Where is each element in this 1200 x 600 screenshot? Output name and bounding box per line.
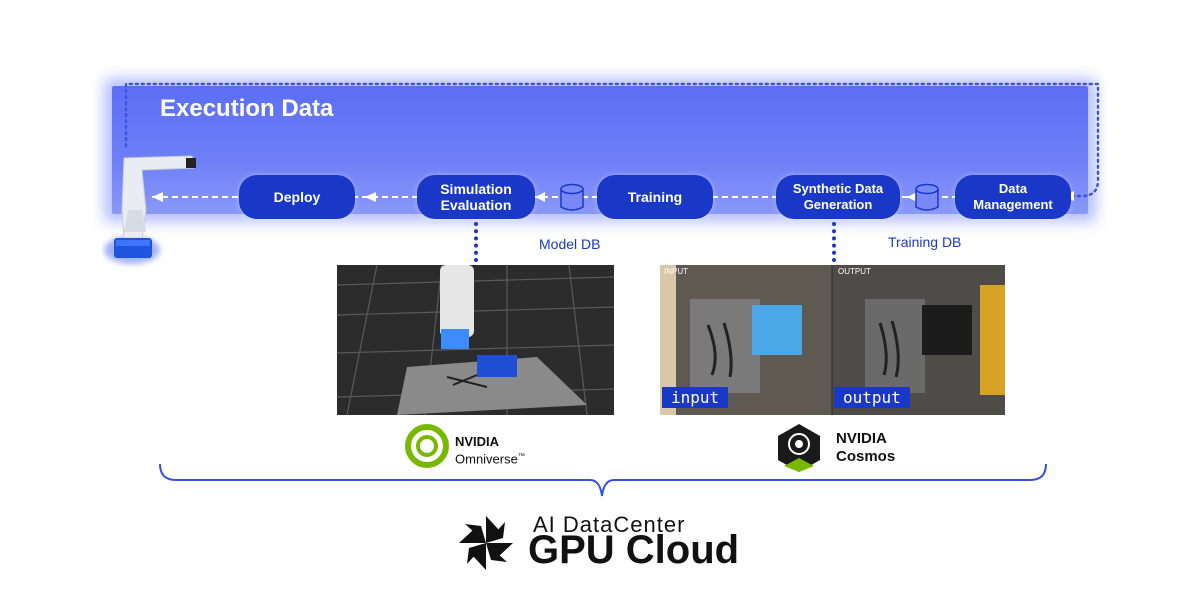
output-tag: output	[834, 387, 910, 408]
omniverse-simulation-view	[337, 265, 614, 415]
ai-datacenter-subtitle: AI DataCenter	[533, 512, 686, 537]
cosmos-input-corner-label: INPUT	[664, 267, 688, 276]
omniverse-nvidia-text: NVIDIA	[455, 434, 500, 449]
simulation-label: Simulation	[440, 181, 512, 197]
data-management-step: Data Management	[955, 175, 1071, 219]
omniverse-logo-icon	[405, 424, 449, 468]
omniverse-text: Omniverse	[455, 451, 518, 467]
synthetic-data-label: Synthetic Data	[792, 181, 884, 196]
cosmos-output-corner-label: OUTPUT	[838, 267, 871, 276]
omniverse-trademark: ™	[517, 453, 525, 460]
training-db-label: Training DB	[888, 234, 962, 250]
gpu-cloud-logo-icon	[459, 516, 513, 570]
deploy-step: Deploy	[239, 175, 355, 219]
cosmos-wordmark: NVIDIA Cosmos	[836, 430, 895, 466]
simulation-connector	[474, 222, 478, 262]
cosmos-nvidia-text: NVIDIA	[836, 430, 887, 447]
synthetic-connector	[832, 222, 836, 262]
generation-label: Generation	[803, 197, 873, 212]
deploy-label: Deploy	[273, 189, 321, 205]
robot-arm-icon	[104, 155, 196, 264]
management-label: Management	[973, 197, 1053, 212]
training-step: Training	[597, 175, 713, 219]
simulation-evaluation-step: Simulation Evaluation	[417, 175, 535, 219]
training-label: Training	[627, 189, 683, 205]
synthetic-data-generation-step: Synthetic Data Generation	[776, 175, 900, 219]
gpu-cloud-title: GPU Cloud	[528, 528, 740, 572]
execution-data-title: Execution Data	[160, 95, 334, 122]
omniverse-wordmark: NVIDIA Omniverse™	[455, 434, 525, 466]
training-db-icon	[915, 183, 939, 211]
cosmos-text: Cosmos	[836, 448, 896, 465]
data-label: Data	[998, 181, 1028, 196]
input-tag: input	[662, 387, 729, 408]
cosmos-generation-view: INPUT OUTPUT input output	[660, 265, 1005, 415]
simulation-scene	[337, 265, 614, 415]
model-db-icon	[560, 183, 584, 211]
model-db-label: Model DB	[539, 236, 601, 252]
evaluation-label: Evaluation	[440, 197, 512, 213]
cosmos-logo-icon	[778, 424, 820, 472]
